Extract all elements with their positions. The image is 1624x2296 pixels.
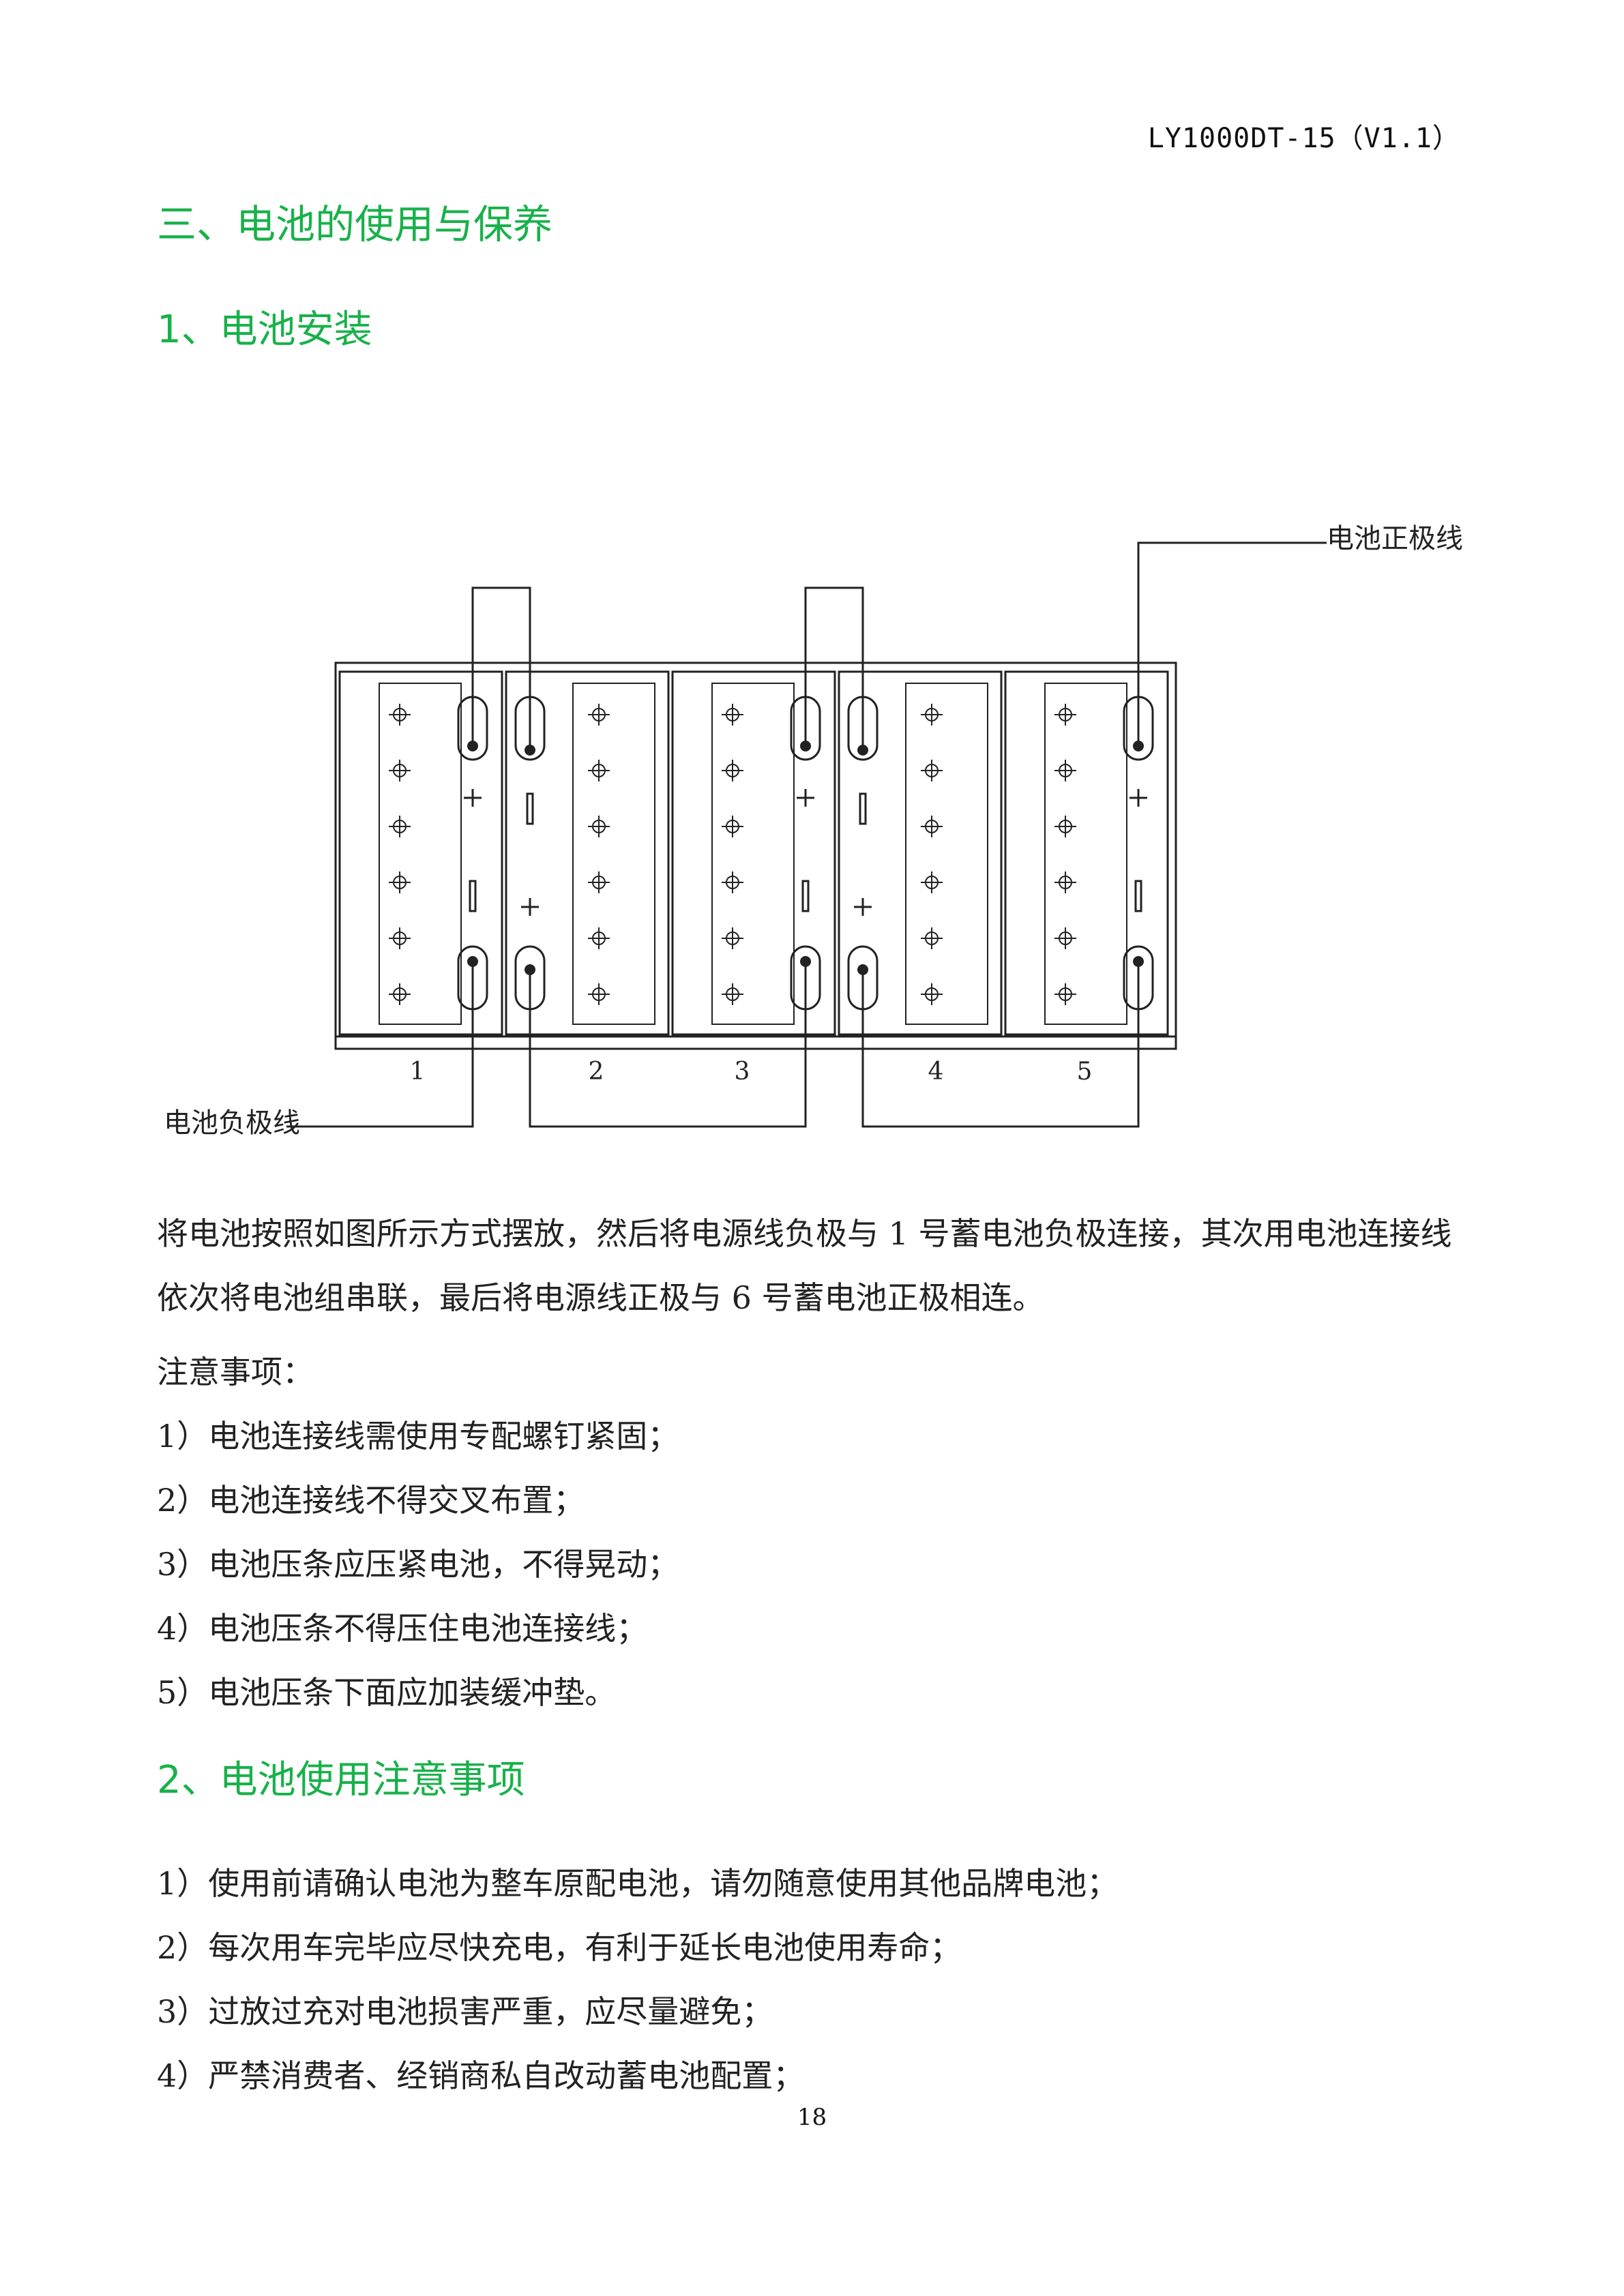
- link-wire-1-2: [471, 586, 531, 750]
- link-wire-4-5: [861, 961, 1140, 1128]
- cell-vent-cross: [588, 704, 610, 726]
- link-wire-3-4: [804, 586, 864, 750]
- battery-2: [505, 670, 670, 1036]
- cell-vent-cross: [1054, 760, 1076, 781]
- note-item: 2）电池连接线不得交叉布置；: [157, 1482, 585, 1519]
- battery-5: [1004, 670, 1169, 1036]
- cell-vent-cross: [588, 927, 610, 949]
- install-paragraph: 将电池按照如图所示方式摆放，然后将电源线负极与 1 号蓄电池负极连接，其次用电池…: [157, 1215, 1452, 1316]
- cell-vent-cross: [389, 983, 411, 1005]
- note-item: 3）电池压条应压紧电池，不得晃动；: [157, 1546, 679, 1583]
- cell-vent-cross: [389, 927, 411, 949]
- minus-sign: [801, 880, 810, 912]
- notes-title: 注意事项：: [157, 1354, 314, 1390]
- cell-vent-cross: [722, 760, 743, 781]
- usage-item: 3）过放过充对电池损害严重，应尽量避免；: [157, 1993, 773, 2030]
- label-positive-lead: 电池正极线: [1327, 523, 1463, 554]
- cell-vent-cross: [588, 816, 610, 837]
- note-item: 1）电池连接线需使用专配螺钉紧固；: [157, 1418, 679, 1455]
- note-item: 4）电池压条不得压住电池连接线；: [157, 1610, 648, 1647]
- cell-vent-cross: [921, 760, 943, 781]
- cell-vent-cross: [921, 816, 943, 837]
- negative-lead-wire: [286, 961, 474, 1128]
- usage-item: 1）使用前请确认电池为整车原配电池，请勿随意使用其他品牌电池；: [157, 1865, 1119, 1902]
- cell-vent-cross: [588, 760, 610, 781]
- minus-sign: [1134, 880, 1142, 912]
- plus-sign: [1130, 789, 1147, 807]
- subsection-title-usage: 2、电池使用注意事项: [157, 1758, 525, 1802]
- cell-vent-cross: [921, 983, 943, 1005]
- cell-vent-cross: [722, 983, 743, 1005]
- battery-number-2: 2: [589, 1058, 604, 1086]
- section-title: 三、电池的使用与保养: [157, 201, 553, 248]
- cell-vent-cross: [722, 927, 743, 949]
- cell-vent-cross: [389, 760, 411, 781]
- document-code: LY1000DT-15（V1.1）: [1147, 123, 1460, 154]
- cell-vent-cross: [1054, 927, 1076, 949]
- cell-vent-cross: [1054, 704, 1076, 726]
- cell-vent-cross: [1054, 816, 1076, 837]
- cell-vent-cross: [389, 871, 411, 893]
- battery-wiring-diagram: 电池正极线 电池负极线 1 2 3 4 5: [164, 523, 1463, 1139]
- battery-4: [838, 670, 1003, 1036]
- cell-vent-cross: [1054, 983, 1076, 1005]
- subsection-title-install: 1、电池安装: [157, 308, 372, 352]
- cell-vent-cross: [921, 871, 943, 893]
- usage-item: 4）严禁消费者、经销商私自改动蓄电池配置；: [157, 2057, 805, 2094]
- note-item: 5）电池压条下面应加装缓冲垫。: [157, 1674, 617, 1711]
- cell-vent-cross: [389, 816, 411, 837]
- battery-3: [671, 670, 836, 1036]
- label-negative-lead: 电池负极线: [164, 1107, 300, 1139]
- plus-sign: [854, 898, 872, 916]
- cell-vent-cross: [722, 704, 743, 726]
- cell-vent-cross: [588, 871, 610, 893]
- plus-sign: [464, 789, 482, 807]
- cell-vent-cross: [921, 927, 943, 949]
- battery-number-4: 4: [928, 1058, 944, 1086]
- battery-tray-frame: [334, 661, 1177, 1050]
- positive-lead-wire: [1137, 541, 1327, 746]
- cell-vent-cross: [921, 704, 943, 726]
- page-number: 18: [797, 2104, 827, 2131]
- cell-vent-cross: [389, 704, 411, 726]
- cell-vent-cross: [722, 871, 743, 893]
- minus-sign: [859, 792, 867, 825]
- battery-number-5: 5: [1077, 1058, 1093, 1086]
- plus-sign: [521, 898, 539, 916]
- cell-vent-cross: [722, 816, 743, 837]
- cell-vent-cross: [1054, 871, 1076, 893]
- battery-number-1: 1: [410, 1058, 426, 1086]
- battery-number-3: 3: [735, 1058, 750, 1086]
- battery-1: [338, 670, 503, 1036]
- plus-sign: [797, 789, 814, 807]
- minus-sign: [526, 792, 534, 825]
- usage-item: 2）每次用车完毕应尽快充电，有利于延长电池使用寿命；: [157, 1929, 962, 1966]
- link-wire-2-3: [529, 961, 807, 1128]
- cell-vent-cross: [588, 983, 610, 1005]
- minus-sign: [469, 880, 477, 912]
